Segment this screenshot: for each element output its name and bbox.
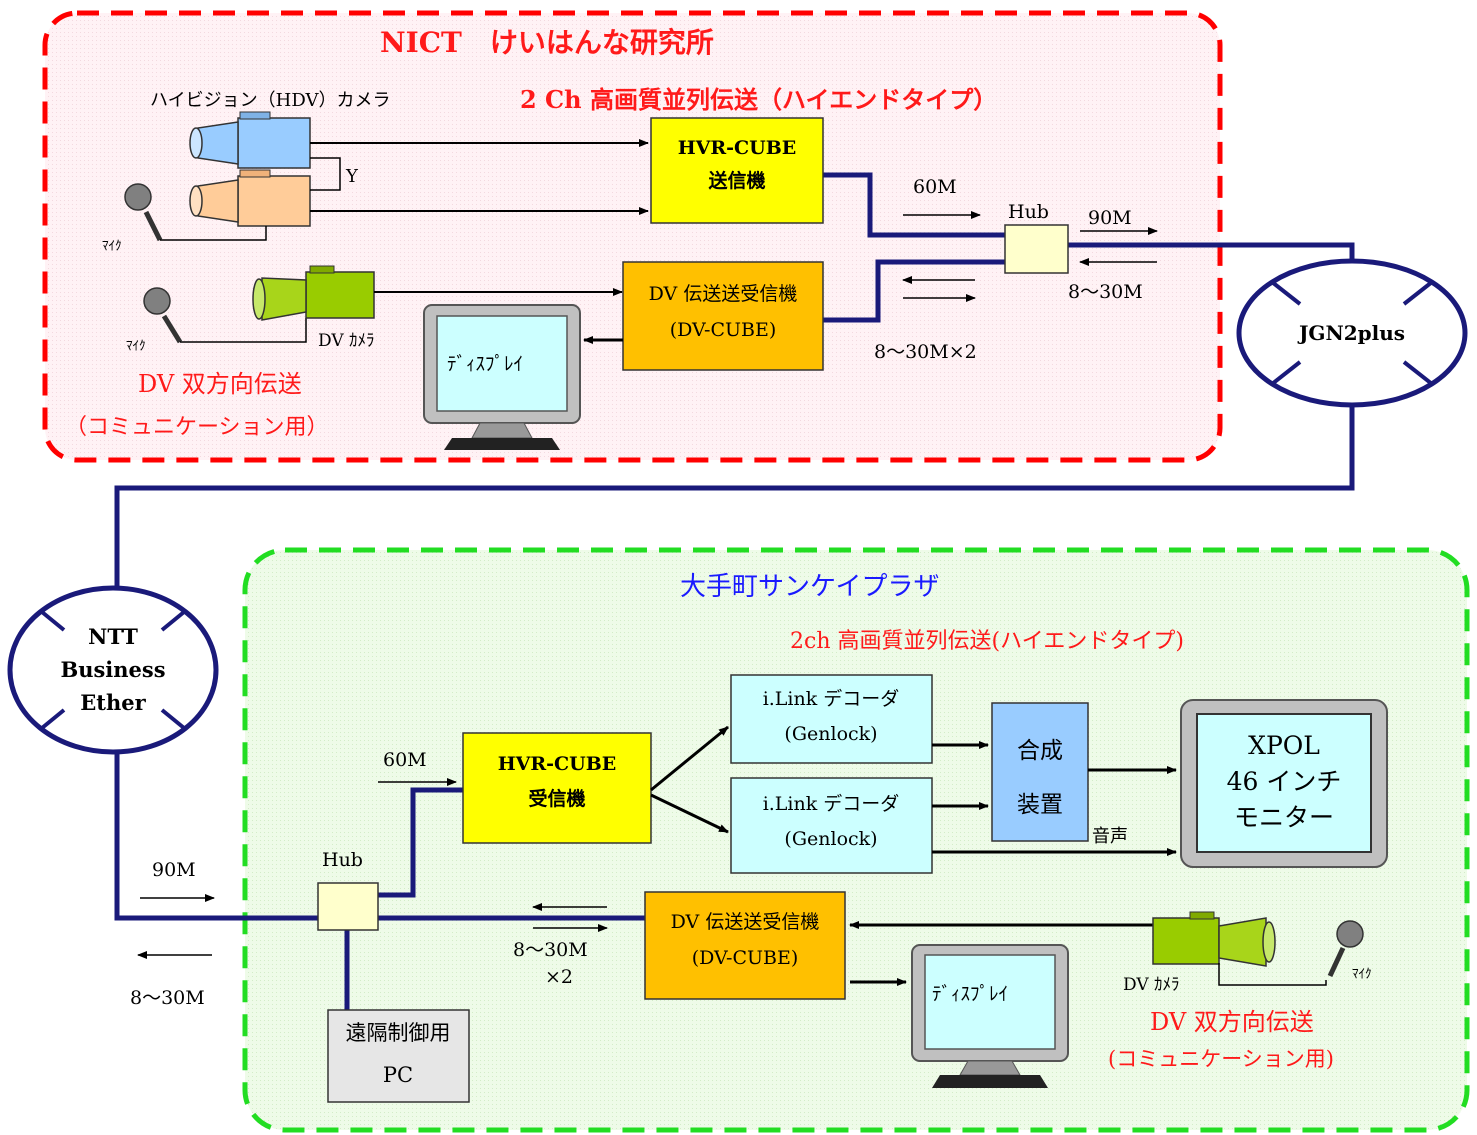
ilink-decoder-1 — [730, 674, 933, 764]
ntt-label-line1: NTT — [88, 624, 138, 649]
display-bottom-label: ﾃﾞｨｽﾌﾟﾚｲ — [932, 983, 1008, 1005]
mic-bottom-label: ﾏｲｸ — [1352, 967, 1372, 982]
mic-2-cable — [180, 318, 307, 343]
hvr-cube-sender — [650, 117, 824, 224]
hub-top — [1004, 224, 1069, 274]
hub-top-label: Hub — [1008, 201, 1049, 223]
top-dv-bidir-title: DV 双方向伝送 — [138, 370, 302, 398]
dv-camera-top-icon — [252, 265, 375, 321]
jgn2plus-node — [1236, 258, 1468, 408]
ilink-decoder-1-line2: (Genlock) — [784, 723, 877, 745]
dv-cube-top — [622, 261, 824, 371]
sync-label: Y — [345, 166, 359, 187]
dv-camera-bottom-icon — [1152, 911, 1276, 967]
composer-line1: 合成 — [1017, 738, 1063, 764]
rate-top-8-30m-x2: 8〜30M×2 — [874, 341, 977, 363]
rate-bottom-8-30m-x2-line1: 8〜30M — [513, 939, 588, 961]
rate-bottom-8-30m: 8〜30M — [130, 987, 205, 1009]
mic-1-icon — [124, 183, 163, 242]
ilink-decoder-2-line1: i.Link デコーダ — [763, 793, 900, 815]
hvr-cube-receiver — [462, 732, 652, 844]
jgn2plus-label: JGN2plus — [1297, 321, 1405, 345]
bottom-dv-bidir-sub: (コミュニケーション用) — [1108, 1047, 1334, 1071]
hub-bottom-label: Hub — [322, 849, 363, 871]
top-dv-bidir-sub: （コミュニケーション用） — [65, 415, 329, 440]
composer-line2: 装置 — [1017, 792, 1063, 818]
rate-bottom-60m: 60M — [383, 749, 427, 771]
hvr-cube-sender-line2: 送信機 — [708, 169, 765, 192]
sync-bracket — [310, 157, 341, 191]
xpol-line1: XPOL — [1248, 731, 1320, 760]
xpol-line2: 46 インチ — [1227, 767, 1342, 796]
dv-camera-top-label: DV ｶﾒﾗ — [318, 331, 375, 351]
dv-cube-bottom-line2: (DV-CUBE) — [692, 947, 799, 969]
hvr-cube-receiver-line2: 受信機 — [528, 787, 585, 810]
mic-bottom-cable — [1218, 963, 1327, 986]
rate-bottom-8-30m-x2-line2: ×2 — [545, 966, 573, 988]
display-top-label: ﾃﾞｨｽﾌﾟﾚｲ — [447, 353, 523, 375]
display-top-icon — [423, 304, 581, 450]
rate-bottom-90m: 90M — [152, 859, 196, 881]
composer-device — [991, 702, 1089, 842]
ilink-decoder-2-line2: (Genlock) — [784, 828, 877, 850]
ilink-decoder-2 — [730, 777, 933, 874]
pc-line2: PC — [383, 1063, 413, 1087]
dv-cube-top-line2: (DV-CUBE) — [670, 319, 777, 341]
rate-top-90m: 90M — [1088, 207, 1132, 229]
otemachi-title: 大手町サンケイプラザ — [680, 572, 939, 602]
hdv-camera-label: ハイビジョン（HDV）カメラ — [150, 90, 390, 111]
bottom-subtitle: 2ch 高画質並列伝送(ハイエンドタイプ) — [790, 629, 1184, 654]
network-lines — [114, 172, 1355, 1010]
dv-cube-bottom-line1: DV 伝送送受信機 — [671, 911, 820, 933]
pc-line1: 遠隔制御用 — [346, 1021, 451, 1045]
hub-bottom — [317, 882, 379, 931]
xpol-monitor-screen — [1196, 713, 1372, 853]
hvr-cube-sender-line1: HVR-CUBE — [678, 137, 797, 159]
mic-1-cable — [160, 226, 267, 241]
mic-2-icon — [143, 287, 183, 344]
ntt-label-line2: Business — [60, 657, 165, 682]
ilink-decoder-1-line1: i.Link デコーダ — [763, 688, 900, 710]
hdv-camera-2-icon — [189, 169, 311, 227]
nict-title: NICT けいはんな研究所 — [380, 26, 714, 59]
dv-cube-bottom — [644, 891, 846, 1000]
rate-top-60m: 60M — [913, 176, 957, 198]
audio-label: 音声 — [1092, 826, 1128, 847]
nict-region — [42, 10, 1223, 463]
mic-2-label: ﾏｲｸ — [126, 339, 146, 354]
dv-camera-bottom-label: DV ｶﾒﾗ — [1123, 975, 1180, 995]
hdv-camera-1-icon — [189, 111, 311, 169]
display-bottom-icon — [911, 944, 1069, 1088]
ntt-label-line3: Ether — [80, 690, 146, 715]
ntt-business-ether-node — [7, 585, 219, 755]
dv-cube-top-line1: DV 伝送送受信機 — [649, 283, 798, 305]
xpol-line3: モニター — [1234, 803, 1334, 832]
arrow-hvr-to-decoder1 — [650, 725, 729, 792]
mic-bottom-icon — [1327, 920, 1364, 978]
mic-1-label: ﾏｲｸ — [102, 239, 122, 254]
bottom-dv-bidir-title: DV 双方向伝送 — [1150, 1008, 1314, 1036]
arrow-hvr-to-decoder2 — [650, 793, 729, 834]
top-subtitle: 2 Ch 高画質並列伝送（ハイエンドタイプ） — [520, 85, 997, 114]
rate-top-8-30m: 8〜30M — [1068, 281, 1143, 303]
remote-control-pc — [327, 1009, 470, 1103]
hvr-cube-receiver-line1: HVR-CUBE — [498, 753, 617, 775]
